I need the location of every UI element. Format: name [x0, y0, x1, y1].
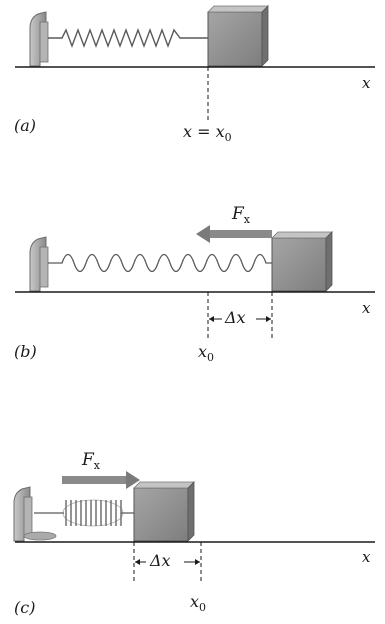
force-subscript-c: x	[93, 459, 101, 472]
marker-text-c: x	[190, 592, 200, 611]
block-a	[207, 5, 269, 67]
panel-a	[15, 5, 375, 122]
displacement-span-b	[209, 316, 271, 322]
panel-label-b: (b)	[14, 342, 37, 361]
spring-b	[48, 253, 272, 273]
force-symbol-b: F	[232, 204, 244, 224]
marker-text-b: x	[198, 342, 208, 361]
spring-coils-c	[62, 499, 124, 527]
wall-support-c	[13, 486, 57, 542]
marker-text-a: x = x	[183, 122, 225, 141]
displacement-label-b: Δx	[225, 308, 246, 327]
panel-b	[15, 225, 375, 338]
block-b	[271, 231, 333, 292]
force-symbol-c: F	[82, 450, 94, 470]
marker-subscript-a: 0	[224, 131, 232, 144]
axis-label-c: x	[362, 548, 371, 566]
marker-label-a: x = x0	[183, 122, 232, 144]
panel-label-c: (c)	[14, 598, 36, 617]
spring-a	[48, 28, 208, 48]
force-label-b: Fx	[232, 204, 251, 226]
force-arrow-b	[196, 225, 272, 243]
panel-label-a: (a)	[14, 116, 37, 135]
block-c	[133, 481, 195, 542]
axis-label-b: x	[362, 299, 371, 317]
marker-label-c: x0	[190, 592, 206, 614]
spring-c	[34, 500, 134, 526]
marker-subscript-c: 0	[199, 601, 207, 614]
panel-c	[13, 471, 375, 582]
axis-label-a: x	[362, 74, 371, 92]
force-arrow-c	[62, 471, 140, 489]
displacement-span-c	[135, 559, 200, 565]
marker-label-b: x0	[198, 342, 214, 364]
force-label-c: Fx	[82, 450, 101, 472]
force-subscript-b: x	[243, 213, 251, 226]
marker-subscript-b: 0	[207, 351, 215, 364]
displacement-label-c: Δx	[150, 551, 171, 570]
wall-support-b	[29, 236, 49, 292]
wall-support-a	[29, 11, 49, 67]
